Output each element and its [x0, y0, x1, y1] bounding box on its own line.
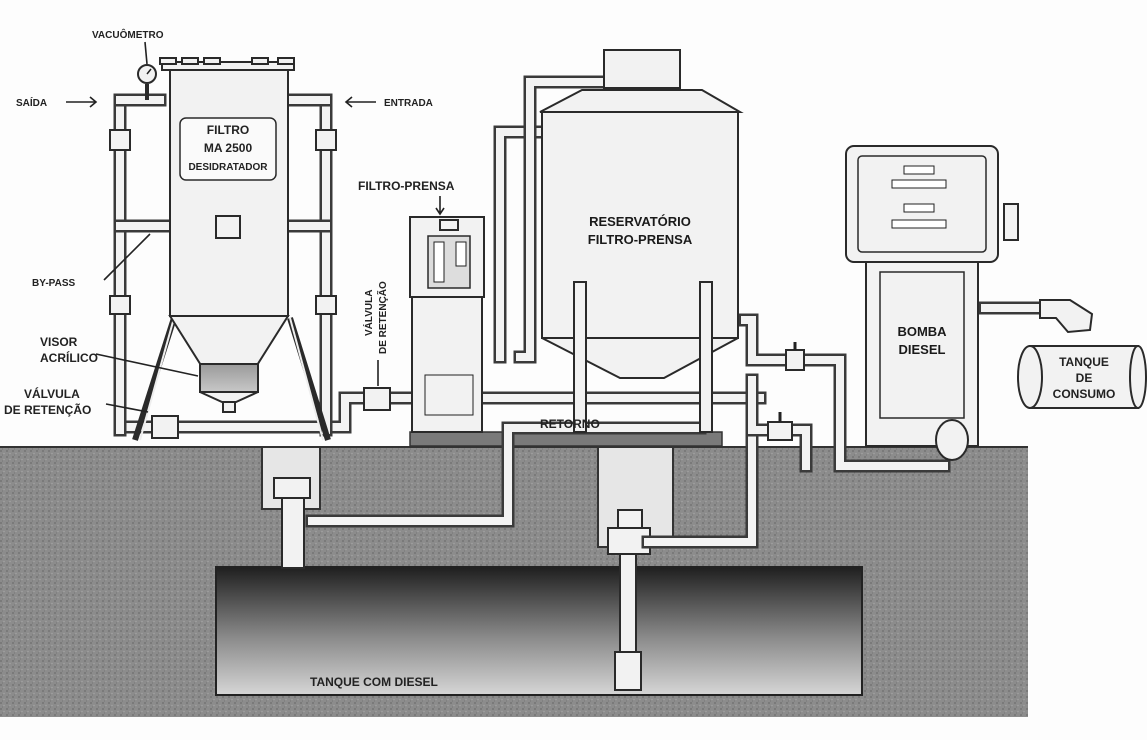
- filtro-label-line1: FILTRO: [207, 123, 249, 137]
- tanque-consumo-line2: DE: [1076, 371, 1093, 385]
- valvula-retencao-left-line2: DE RETENÇÃO: [4, 402, 91, 417]
- valvula-retencao-vertical-label: VÁLVULA DE RETENÇÃO: [362, 281, 389, 354]
- visor-label-line2: ACRÍLICO: [40, 350, 98, 365]
- filter-frame: [109, 93, 337, 441]
- visor-label-line1: VISOR: [40, 335, 78, 349]
- tanque-consumo-line1: TANQUE: [1059, 355, 1109, 369]
- filtro-prensa-unit: [409, 216, 485, 433]
- reservatorio-filtro-prensa: RESERVATÓRIO FILTRO-PRENSA: [539, 49, 744, 433]
- reservatorio-label-line2: FILTRO-PRENSA: [588, 232, 693, 247]
- by-pass-label: BY-PASS: [32, 278, 75, 289]
- bomba-diesel-pump: BOMBA DIESEL: [845, 145, 1019, 461]
- piping: [113, 75, 1047, 549]
- filtro-prensa-label: FILTRO-PRENSA: [358, 179, 455, 193]
- vacuometro-label: VACUÔMETRO: [92, 28, 164, 41]
- valvula-retencao-vert-line2: DE RETENÇÃO: [376, 281, 389, 354]
- bypass-valve: [215, 215, 241, 239]
- right-sump-pit: [597, 446, 674, 691]
- entrada-label: ENTRADA: [384, 98, 433, 109]
- check-valve-icon: [363, 387, 391, 411]
- retorno-label: RETORNO: [540, 417, 600, 431]
- valvula-retencao-vert-line1: VÁLVULA: [362, 290, 375, 336]
- inline-valves: [363, 342, 805, 441]
- bomba-label-line2: DIESEL: [899, 342, 946, 357]
- valvula-retencao-left-line1: VÁLVULA: [24, 386, 80, 401]
- fuel-nozzle-icon: [1039, 299, 1094, 334]
- vacuometer-icon: [137, 64, 157, 100]
- tanque-com-diesel-label: TANQUE COM DIESEL: [310, 675, 438, 689]
- saida-label: SAÍDA: [16, 96, 47, 109]
- reservatorio-label-line1: RESERVATÓRIO: [589, 214, 691, 229]
- filtro-ma2500-vessel: FILTRO MA 2500 DESIDRATADOR: [159, 57, 295, 413]
- underground-diesel-tank: TANQUE COM DIESEL: [215, 566, 863, 696]
- tanque-de-consumo: TANQUE DE CONSUMO: [1017, 345, 1147, 409]
- filtro-label-line2: MA 2500: [204, 141, 253, 155]
- bomba-label-line1: BOMBA: [897, 324, 947, 339]
- filtro-label-line3: DESIDRATADOR: [188, 162, 268, 173]
- left-sump-pit: [261, 446, 321, 569]
- tanque-consumo-line3: CONSUMO: [1053, 387, 1116, 401]
- visor-acrilico: [199, 363, 259, 393]
